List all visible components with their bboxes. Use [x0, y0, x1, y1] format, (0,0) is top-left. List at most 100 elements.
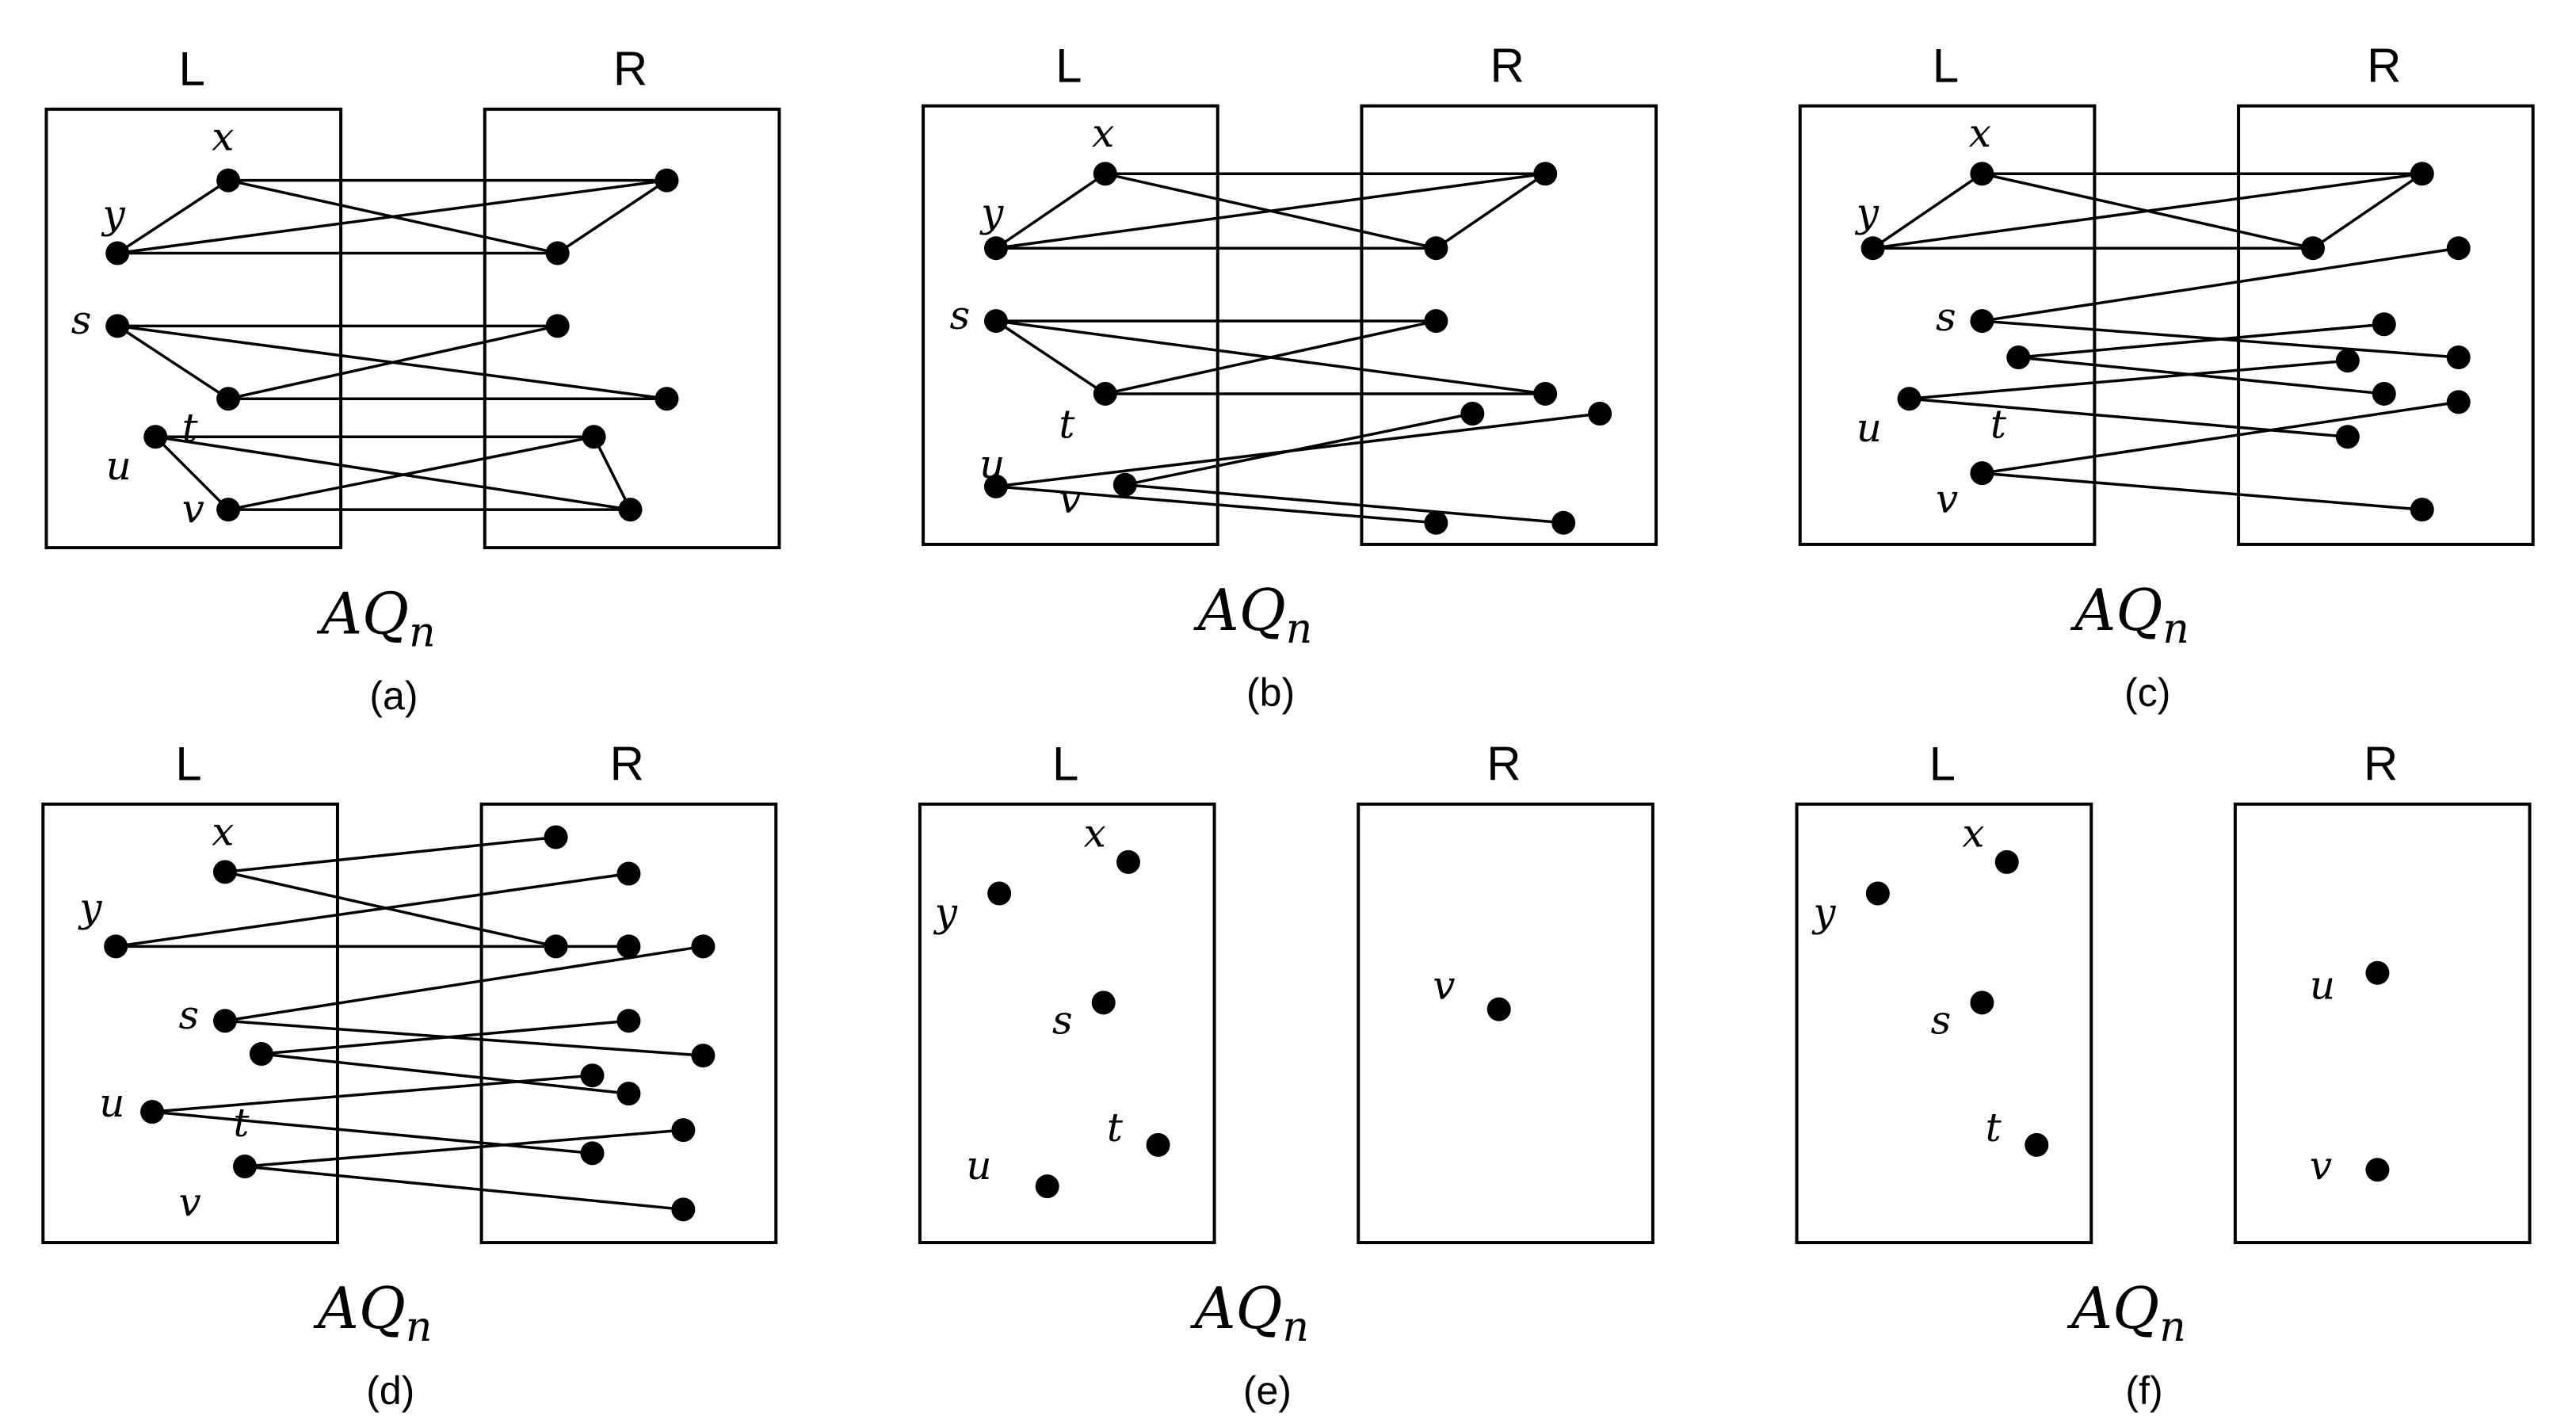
panel-caption: (f)	[2125, 1368, 2162, 1413]
graph-name-subscript: n	[406, 1304, 433, 1351]
vertex-t	[1093, 381, 1117, 406]
vertex-label-v: v	[1433, 963, 1455, 1009]
vertex-r3	[2446, 236, 2471, 261]
vertex-u	[1035, 1174, 1059, 1199]
vertex-y	[105, 241, 130, 265]
vertex-group	[987, 849, 1511, 1199]
edge-group	[116, 178, 668, 511]
edge-v-r5	[1124, 412, 1473, 487]
vertex-r8	[1551, 510, 1576, 535]
vertex-r4	[2372, 312, 2396, 337]
panel-caption: (c)	[2124, 670, 2170, 715]
vertex-y	[983, 236, 1008, 261]
edge-y-r1	[1872, 172, 2423, 250]
vertex-label-y: y	[101, 192, 125, 238]
right-side-label: R	[610, 738, 644, 791]
left-side-label: L	[1055, 40, 1082, 93]
graph-name: AQn	[2070, 577, 2189, 653]
panel-caption: (a)	[369, 674, 418, 718]
edge-x-y	[1872, 172, 1983, 250]
vertex-r9	[2335, 425, 2360, 449]
panel-caption: (d)	[366, 1368, 414, 1413]
graph-name-main: AQ	[2067, 1275, 2159, 1342]
edge-t-r4	[2018, 323, 2384, 359]
graph-name-main: AQ	[1193, 577, 1286, 643]
vertex-r9	[616, 1082, 641, 1106]
vertex-r2	[545, 241, 570, 265]
vertex-s	[1970, 991, 1994, 1015]
graph-name-subscript: n	[409, 609, 436, 656]
edge-s-t	[116, 324, 230, 400]
vertex-label-v: v	[179, 1179, 201, 1225]
right-side-label: R	[613, 43, 647, 96]
vertex-group	[105, 168, 679, 522]
vertex-label-x: x	[212, 113, 234, 159]
edge-t-r7	[2018, 356, 2384, 395]
graph-name-subscript: n	[2162, 605, 2189, 653]
edge-t-r9	[261, 1052, 629, 1095]
vertex-label-u: u	[2310, 963, 2335, 1009]
right-side-label: R	[1486, 738, 1521, 791]
edge-group	[1872, 172, 2460, 511]
left-side-label: L	[1929, 738, 1956, 791]
vertex-t	[2006, 345, 2031, 370]
vertex-r7	[691, 1044, 716, 1068]
vertex-label-v: v	[1936, 476, 1958, 522]
edge-s-t	[994, 319, 1106, 395]
graph-name-main: AQ	[2070, 577, 2162, 643]
vertex-group	[1860, 162, 2471, 522]
vertex-label-t: t	[1986, 1105, 2002, 1151]
edge-t-r6	[261, 1019, 629, 1055]
vertex-u	[2365, 960, 2390, 985]
vertex-label-u: u	[979, 441, 1005, 487]
vertex-label-t: t	[1059, 402, 1075, 448]
vertex-label-x: x	[212, 808, 234, 854]
edge-v-r12	[244, 1165, 684, 1212]
edge-u-r8	[151, 1074, 593, 1113]
vertex-y	[104, 934, 128, 959]
edge-x-y	[116, 179, 230, 254]
edge-group	[115, 835, 704, 1212]
vertex-label-s: s	[1936, 294, 1956, 340]
vertex-y	[1860, 236, 1885, 261]
graph-name-main: AQ	[316, 580, 409, 647]
vertex-label-u: u	[99, 1080, 124, 1126]
graph-name-subscript: n	[1286, 605, 1313, 653]
graph-name: AQn	[316, 580, 436, 656]
panel-caption: (b)	[1246, 670, 1295, 715]
vertex-label-v: v	[182, 486, 204, 532]
vertex-r10	[2410, 498, 2434, 522]
left-partition-box	[1795, 802, 2093, 1245]
vertex-label-y: y	[78, 884, 102, 930]
vertex-label-v: v	[1059, 476, 1081, 522]
left-side-label: L	[1052, 738, 1078, 791]
vertex-r1	[544, 825, 568, 849]
vertex-v	[1486, 997, 1511, 1021]
edge-v-r8	[1124, 483, 1564, 525]
vertex-r5	[691, 934, 716, 959]
edge-x-r3	[224, 870, 556, 949]
right-side-label: R	[1490, 40, 1524, 93]
edge-s-r3	[1982, 246, 2460, 323]
vertex-u	[983, 474, 1008, 498]
vertex-x	[1093, 162, 1117, 186]
vertex-r6	[2335, 349, 2360, 373]
vertex-label-x: x	[1084, 810, 1106, 856]
graph-name: AQn	[1190, 1275, 1310, 1351]
vertex-label-y: y	[933, 890, 958, 936]
edge-r1-r2	[2312, 172, 2423, 250]
vertex-label-u: u	[966, 1143, 991, 1189]
vertex-r2	[616, 861, 641, 886]
vertex-r5	[582, 425, 606, 449]
edge-s-r5	[224, 945, 704, 1023]
graph-name: AQn	[2067, 1275, 2186, 1351]
edge-u-r7	[995, 485, 1437, 525]
edge-y-r2	[115, 872, 629, 949]
vertex-u	[140, 1100, 165, 1124]
vertex-r1	[2410, 162, 2434, 186]
edge-u-r11	[151, 1110, 593, 1155]
vertex-label-t: t	[1990, 402, 2007, 448]
right-partition-box	[1357, 802, 1654, 1245]
vertex-label-u: u	[106, 443, 132, 489]
